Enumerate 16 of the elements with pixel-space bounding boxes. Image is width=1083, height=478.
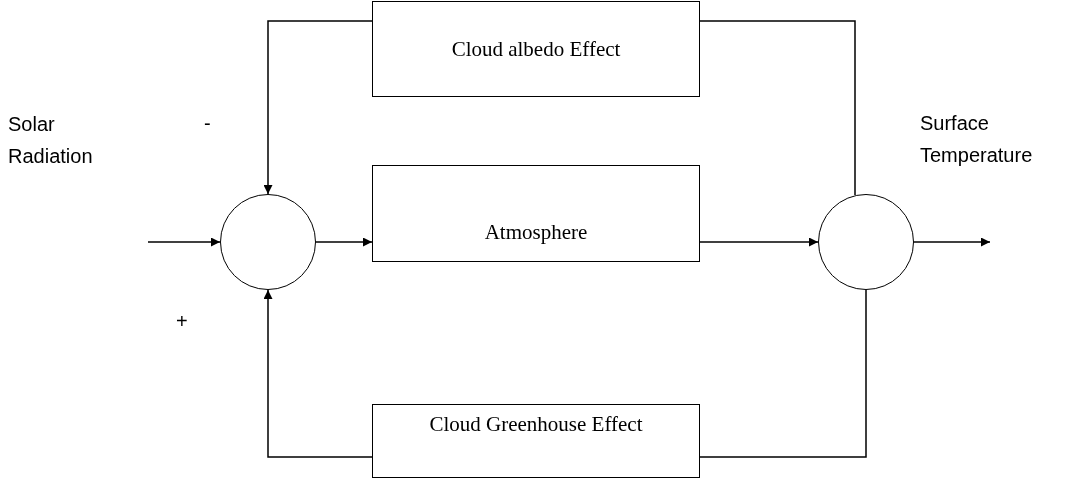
arrow xyxy=(913,237,991,247)
process-box xyxy=(372,165,700,262)
box-label: Cloud albedo Effect xyxy=(451,36,621,62)
input-label: Solar Radiation xyxy=(8,112,94,169)
sign-label: + xyxy=(176,309,189,334)
arrow xyxy=(263,20,373,195)
arrow xyxy=(699,237,819,247)
arrow xyxy=(147,237,221,247)
process-box xyxy=(372,404,700,478)
arrow xyxy=(315,237,373,247)
box-label: Cloud Greenhouse Effect xyxy=(429,411,643,437)
box-label: Atmosphere xyxy=(484,220,588,245)
sign-label: - xyxy=(204,111,212,136)
output-label: Surface Temperature xyxy=(920,111,1034,168)
process-box xyxy=(372,1,700,97)
arrow xyxy=(263,289,373,458)
